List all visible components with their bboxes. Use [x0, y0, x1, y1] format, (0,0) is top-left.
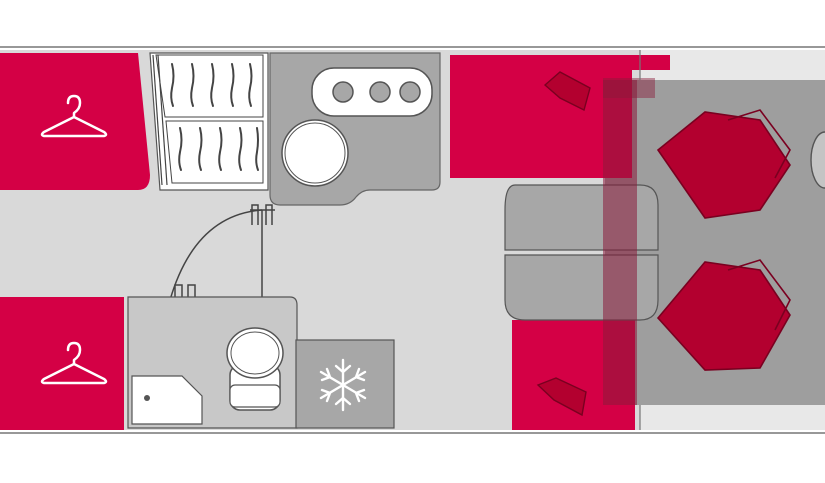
cab-seat-driver[interactable] [656, 109, 791, 219]
hanger-icon [40, 94, 108, 138]
burner-3[interactable] [399, 81, 421, 103]
hanger-icon [40, 341, 108, 385]
cab-overlay-top [603, 78, 655, 98]
bathroom[interactable] [127, 296, 298, 429]
shower-tray[interactable] [131, 375, 203, 425]
wardrobe-bottom[interactable] [0, 297, 124, 430]
fridge[interactable] [295, 339, 395, 429]
toilet[interactable] [226, 327, 284, 411]
cab-overlay [603, 80, 637, 405]
burner-2[interactable] [369, 81, 391, 103]
shower-rack[interactable] [149, 52, 269, 191]
burner-1[interactable] [332, 81, 354, 103]
steering-wheel[interactable] [810, 131, 825, 189]
kitchen[interactable] [269, 52, 441, 206]
wardrobe-top[interactable] [0, 53, 150, 190]
cab-seat-passenger[interactable] [656, 259, 791, 371]
cab-front-area-bottom [640, 405, 825, 430]
snowflake-icon [319, 358, 367, 412]
cab-front-area [640, 50, 825, 80]
sink[interactable] [281, 119, 349, 187]
